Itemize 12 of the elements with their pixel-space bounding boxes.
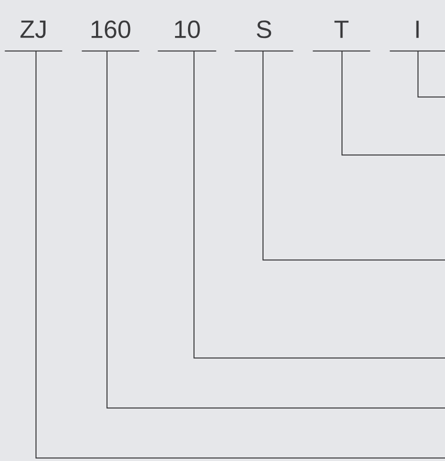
code-segment: 160 [81,20,140,52]
leader-line [36,50,445,458]
code-segment: 10 [157,20,217,52]
leader-line [342,50,445,156]
leader-line [194,50,445,358]
code-segment: ZJ [4,20,63,52]
code-segment: T [312,20,371,52]
code-segment: S [234,20,294,52]
leader-line [106,50,445,408]
code-segment: I [389,20,445,52]
leader-line [262,50,445,260]
leader-line [418,50,445,98]
